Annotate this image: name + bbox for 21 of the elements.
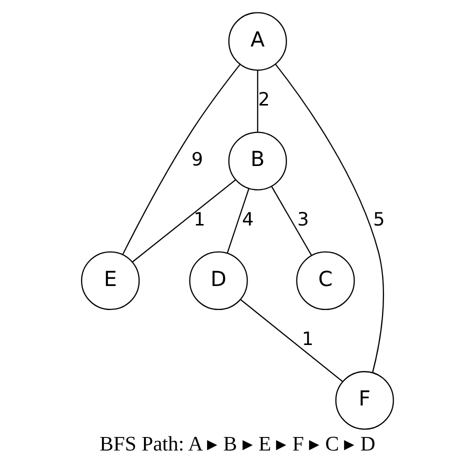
edge-label: 3: [296, 209, 308, 230]
node-circle: F: [334, 371, 394, 430]
edge-label: 1: [193, 209, 205, 230]
node-circle: E: [80, 251, 140, 310]
connector: [226, 188, 249, 254]
edge-label: 5: [372, 209, 384, 230]
node-circle: D: [188, 251, 248, 310]
edge-label: 2: [258, 90, 270, 111]
edge-label: 1: [301, 328, 314, 350]
connector: [256, 70, 258, 132]
node-circle: A: [228, 12, 286, 71]
connector: [122, 64, 240, 255]
edge-label: 4: [242, 209, 254, 230]
node-circle: B: [228, 132, 286, 190]
connector: [270, 186, 312, 256]
connector: [274, 64, 384, 373]
connector: [132, 179, 236, 262]
caption: BFS Path: A ▸ B ▸ E ▸ F ▸ C ▸ D: [99, 433, 375, 456]
connector: [240, 299, 342, 382]
edge-label: 9: [190, 149, 203, 170]
node-circle: C: [296, 251, 354, 310]
